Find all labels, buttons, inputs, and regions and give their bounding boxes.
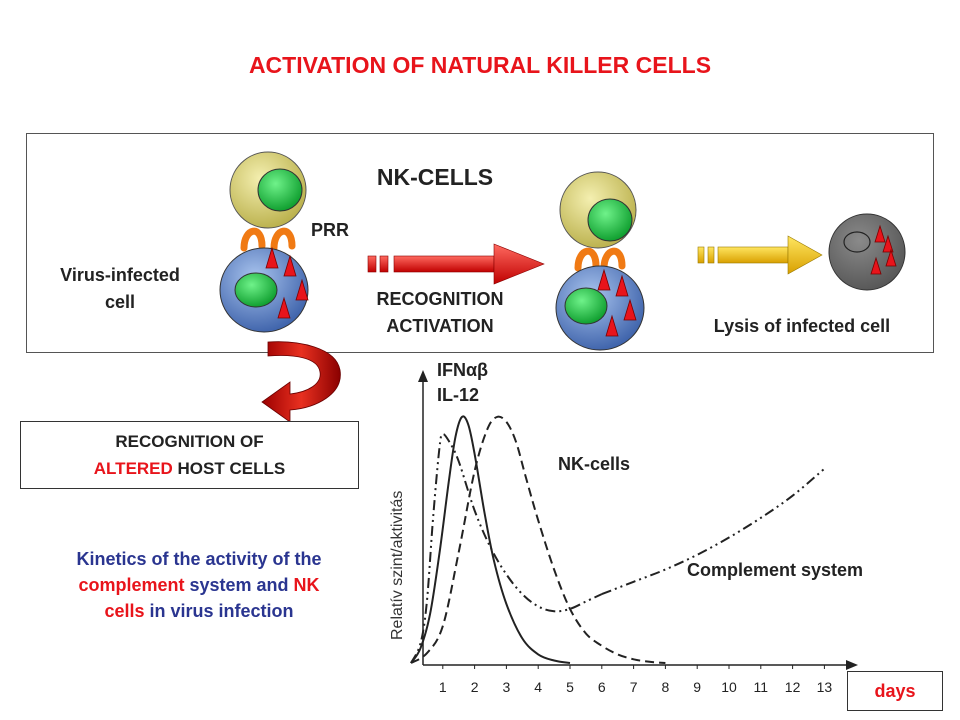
virus-infected-label: Virus-infected cell <box>20 262 220 316</box>
y-axis-arrowhead <box>418 370 428 382</box>
il12-label: IL-12 <box>437 385 480 405</box>
in-virus-infection-text: in virus infection <box>144 601 294 621</box>
series-line-il-12 <box>410 433 603 664</box>
virus-infected-line1: Virus-infected <box>60 265 180 285</box>
x-tick-label: 2 <box>471 679 479 695</box>
receptor-icon <box>240 227 296 252</box>
prr-label: PRR <box>310 220 349 240</box>
kinetics-line2: complement system and NK <box>14 572 384 598</box>
altered-word: ALTERED <box>93 459 173 478</box>
lysis-label: Lysis of infected cell <box>713 316 891 336</box>
kinetics-line1: Kinetics of the activity of the <box>76 549 322 569</box>
x-tick-label: 10 <box>721 679 737 695</box>
host-cells-text: HOST CELLS <box>172 459 286 478</box>
activation-arrow-icon <box>367 243 545 285</box>
virus-infected-line2: cell <box>104 292 136 312</box>
x-tick-label: 8 <box>662 679 670 695</box>
x-tick-label: 1 <box>439 679 447 695</box>
nk-word: NK <box>293 575 320 595</box>
recognition-line2: ACTIVATION <box>386 316 494 336</box>
x-tick-label: 4 <box>534 679 542 695</box>
x-tick-label: 9 <box>693 679 701 695</box>
virus-particle-icon <box>265 246 309 319</box>
lysis-arrow-icon <box>697 235 823 275</box>
series-line-nk-cells <box>410 415 666 664</box>
x-tick-label: 12 <box>785 679 801 695</box>
recognition-line1: RECOGNITION <box>376 289 504 309</box>
nk-cell-icon <box>559 171 637 249</box>
nk-cells-curve-label: NK-cells <box>558 454 631 474</box>
page-title: ACTIVATION OF NATURAL KILLER CELLS <box>248 52 712 78</box>
x-axis-label: days <box>847 671 943 711</box>
x-tick-label: 6 <box>598 679 606 695</box>
recognition-box-line2: ALTERED HOST CELLS <box>21 455 358 482</box>
series-line-complement-system <box>601 467 826 596</box>
cells-word: cells <box>104 601 145 621</box>
lysed-cell-icon <box>828 213 906 291</box>
receptor-icon <box>574 247 626 272</box>
kinetics-line3: cells in virus infection <box>14 598 384 624</box>
system-and-text: system and <box>184 575 294 595</box>
recognition-box-line1: RECOGNITION OF <box>115 432 264 451</box>
x-tick-label: 11 <box>754 679 769 695</box>
y-axis-label: Relatív szint/aktivitás <box>389 491 406 640</box>
activation-panel <box>26 133 934 353</box>
series-line-ifn- <box>410 415 571 664</box>
complement-curve-label: Complement system <box>687 560 864 580</box>
x-tick-label: 13 <box>817 679 833 695</box>
x-tick-label: 5 <box>566 679 574 695</box>
x-axis-arrowhead <box>846 660 858 670</box>
nk-cell-icon <box>229 151 307 229</box>
kinetics-caption: Kinetics of the activity of the compleme… <box>14 546 384 624</box>
complement-word: complement <box>78 575 185 595</box>
nk-cells-label: NK-CELLS <box>376 164 494 190</box>
ifn-label: IFNαβ <box>437 360 489 380</box>
recognition-activation-label: RECOGNITION ACTIVATION <box>340 286 540 340</box>
virus-particle-icon <box>597 268 637 337</box>
x-tick-label: 7 <box>630 679 638 695</box>
recognition-of-altered-host-cells-box: RECOGNITION OF ALTERED HOST CELLS <box>20 421 359 489</box>
x-tick-label: 3 <box>503 679 511 695</box>
